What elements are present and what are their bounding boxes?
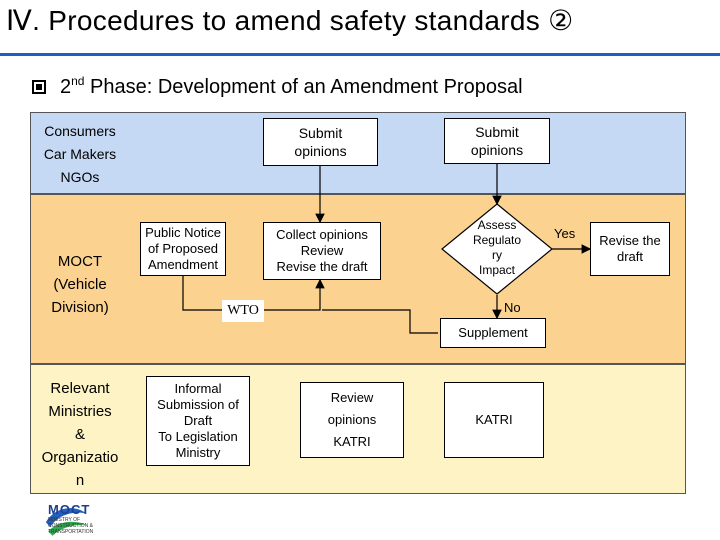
- box-line: Collect opinions: [276, 227, 368, 242]
- row-label-line: n: [75, 472, 85, 489]
- box-line: Review: [330, 390, 374, 405]
- box-line: Ministry: [175, 445, 221, 460]
- logo-name: MOCT: [48, 502, 91, 517]
- row-label-line: Ministries: [48, 403, 112, 420]
- review-opinions-box: Review opinions KATRI: [300, 382, 404, 458]
- collect-opinions-box: Collect opinions Review Revise the draft: [263, 222, 381, 280]
- box-line: KATRI: [333, 434, 371, 449]
- box-line: ry: [492, 248, 502, 262]
- moct-logo-icon: [45, 508, 87, 536]
- subtitle-sup: nd: [71, 74, 85, 88]
- submit-opinions-box-2: Submit opinions: [444, 118, 550, 164]
- revise-draft-box: Revise the draft: [590, 222, 670, 276]
- logo-subtext: MINISTRY OF CONSTRUCTION & TRANSPORTATIO…: [48, 517, 94, 535]
- page-title: Ⅳ. Procedures to amend safety standards …: [6, 5, 574, 36]
- assess-label: Assess Regulato ry Impact: [462, 218, 532, 278]
- box-line: Informal: [174, 381, 222, 396]
- yes-label: Yes: [554, 226, 576, 241]
- subtitle-text: Phase: Development of an Amendment Propo…: [84, 76, 523, 98]
- informal-submission-box: Informal Submission of Draft To Legislat…: [146, 376, 250, 466]
- katri-box: KATRI: [444, 382, 544, 458]
- subtitle-prefix: 2: [60, 76, 72, 98]
- title-rule: [0, 53, 720, 56]
- box-line: Revise the draft: [276, 259, 368, 274]
- submit-opinions-box-1: Submit opinions: [263, 118, 378, 166]
- box-line: Submit: [298, 125, 343, 141]
- square-bullet-icon: [32, 80, 46, 94]
- row-label-line: MOCT: [57, 253, 103, 270]
- box-line: Submit: [475, 124, 519, 140]
- box-line: opinions: [470, 142, 524, 158]
- row-label-moct: MOCT (Vehicle Division): [30, 250, 130, 319]
- box-line: Supplement: [458, 325, 528, 340]
- assess-diamond: [441, 203, 553, 295]
- row-label-line: Consumers: [44, 123, 116, 139]
- line-supplement-loop: [322, 309, 438, 334]
- box-line: Assess: [477, 218, 517, 232]
- row-label-line: &: [74, 426, 85, 443]
- row-label-line: Organizatio: [41, 449, 119, 466]
- box-line: Public Notice: [145, 225, 221, 240]
- box-line: opinions: [327, 412, 377, 427]
- row-label-line: Relevant: [50, 380, 110, 397]
- line-public-wto: [182, 276, 238, 311]
- box-line: Impact: [478, 263, 515, 277]
- box-line: Review: [300, 243, 344, 258]
- row-label-line: NGOs: [60, 169, 100, 185]
- box-line: opinions: [294, 143, 347, 159]
- box-line: Revise the: [599, 233, 661, 248]
- row-label-line: Division): [51, 299, 109, 316]
- supplement-box: Supplement: [440, 318, 546, 348]
- box-line: Draft: [183, 413, 213, 428]
- box-line: Amendment: [147, 257, 219, 272]
- box-line: To Legislation: [158, 429, 238, 444]
- public-notice-box: Public Notice of Proposed Amendment: [140, 222, 226, 276]
- box-line: draft: [616, 249, 643, 264]
- box-line: Regulato: [472, 233, 522, 247]
- box-line: KATRI: [475, 412, 513, 427]
- row-label-stakeholders: Consumers Car Makers NGOs: [30, 120, 130, 189]
- wto-label: WTO: [222, 300, 264, 322]
- box-line: Submission of: [157, 397, 239, 412]
- arrow-wto-collect: [262, 278, 325, 311]
- row-label-line: Car Makers: [43, 146, 117, 162]
- row-label-line: (Vehicle: [53, 276, 107, 293]
- box-line: of Proposed: [147, 241, 219, 256]
- row-label-ministries: Relevant Ministries & Organizatio n: [28, 377, 132, 492]
- no-label: No: [504, 300, 521, 315]
- wto-text: WTO: [227, 303, 259, 318]
- subtitle: 2nd Phase: Development of an Amendment P…: [32, 74, 523, 99]
